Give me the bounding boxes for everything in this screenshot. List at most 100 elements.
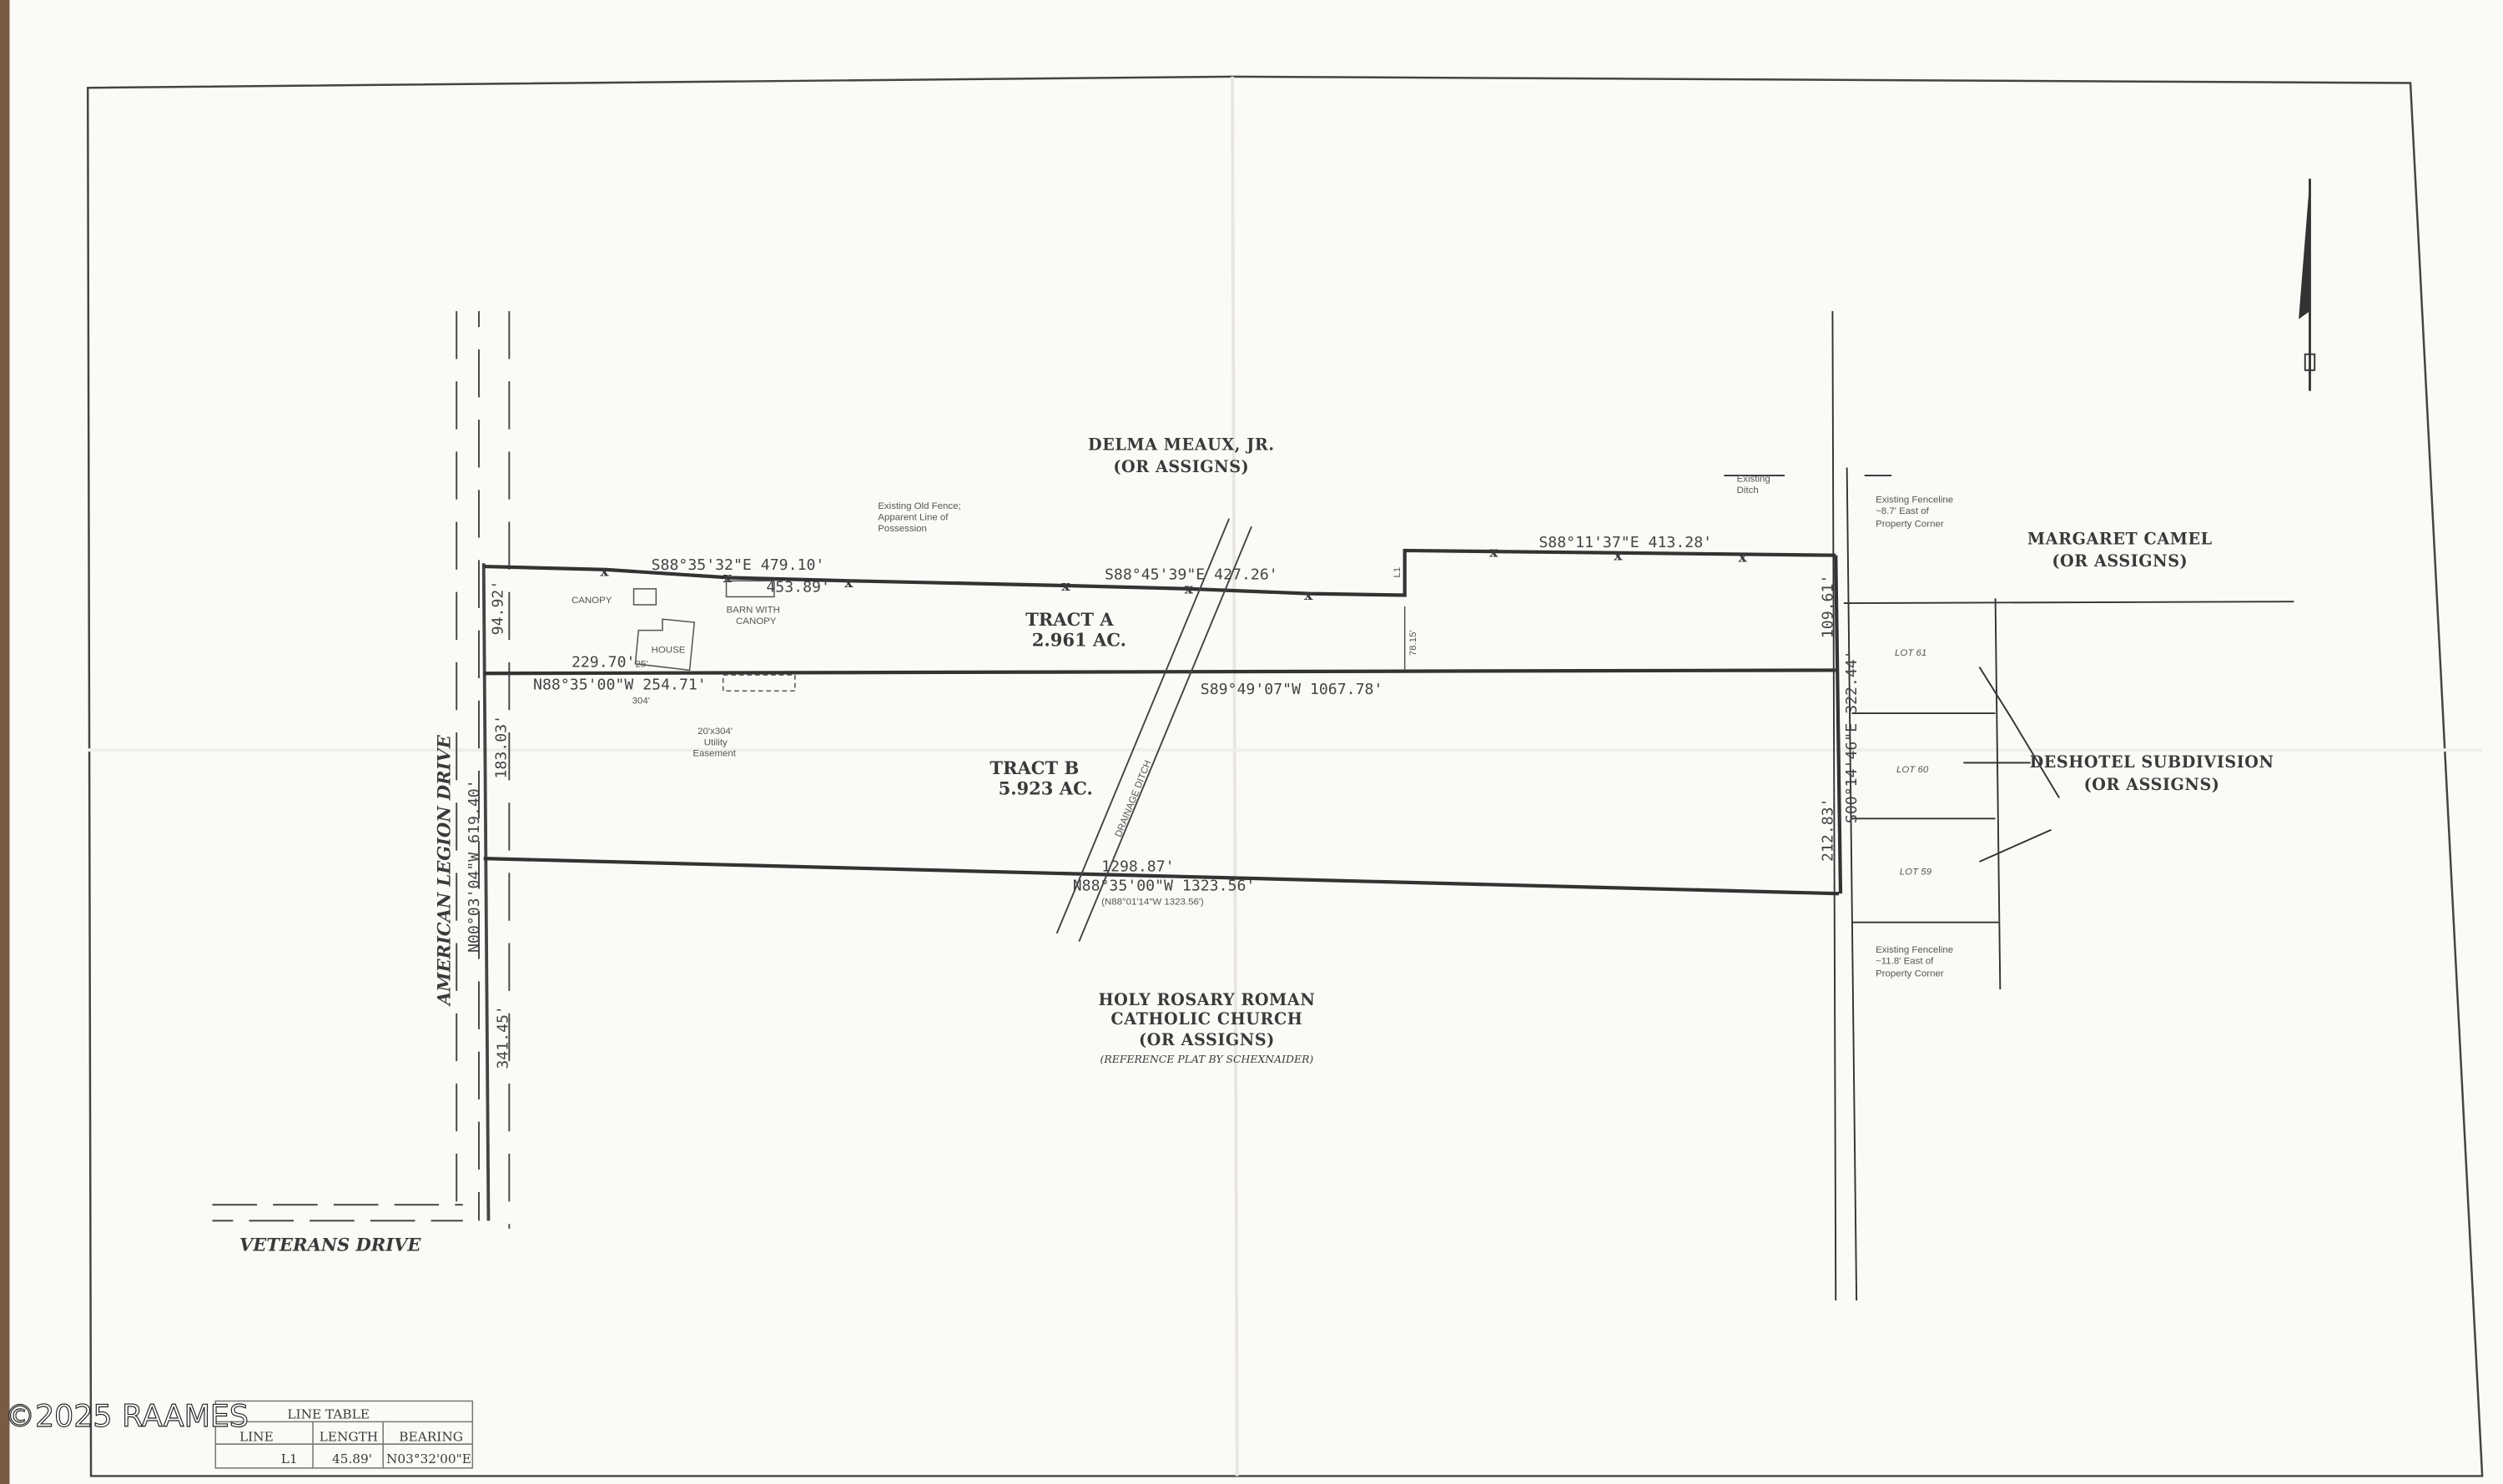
svg-text:Ditch: Ditch xyxy=(1737,485,1759,496)
svg-text:LOT 61: LOT 61 xyxy=(1895,648,1926,658)
svg-text:Possession: Possession xyxy=(878,524,927,534)
svg-text:1298.87': 1298.87' xyxy=(1101,858,1174,875)
svg-text:78.15': 78.15' xyxy=(1408,630,1418,656)
tract-boundaries xyxy=(483,548,1843,896)
svg-text:x: x xyxy=(600,564,609,581)
svg-text:341.45': 341.45' xyxy=(494,1005,511,1069)
svg-text:DELMA MEAUX, JR.: DELMA MEAUX, JR. xyxy=(1088,435,1275,454)
watermark: ©2025 RAAMES xyxy=(5,1398,249,1434)
fold-line xyxy=(1231,76,1239,1476)
svg-text:Apparent Line of: Apparent Line of xyxy=(878,513,949,523)
svg-text:N03°32'00"E: N03°32'00"E xyxy=(386,1451,471,1466)
svg-text:25': 25' xyxy=(635,660,647,670)
owner-deshotel-subdivision: DESHOTEL SUBDIVISION (OR ASSIGNS) xyxy=(2030,752,2274,794)
svg-text:183.03': 183.03' xyxy=(493,715,511,779)
svg-text:453.89': 453.89' xyxy=(766,579,830,596)
tract-divider xyxy=(483,668,1836,676)
svg-text:229.70': 229.70' xyxy=(572,654,636,672)
svg-text:(OR ASSIGNS): (OR ASSIGNS) xyxy=(2084,775,2220,794)
svg-text:2.961 AC.: 2.961 AC. xyxy=(1032,630,1126,651)
svg-text:LINE: LINE xyxy=(239,1429,274,1444)
veterans-drive-label: VETERANS DRIVE xyxy=(239,1235,421,1255)
svg-text:CANOPY: CANOPY xyxy=(736,616,777,626)
svg-text:212.83': 212.83' xyxy=(1819,797,1836,862)
svg-text:Existing: Existing xyxy=(1737,475,1770,485)
owner-delma-meaux: DELMA MEAUX, JR. (OR ASSIGNS) xyxy=(1088,435,1275,476)
svg-text:94.92': 94.92' xyxy=(490,581,507,636)
drainage-ditch xyxy=(1055,518,1252,942)
wood-edge xyxy=(0,0,10,1484)
lot-labels: LOT 61 LOT 60 LOT 59 xyxy=(1895,648,1932,877)
barn-structure xyxy=(725,580,775,598)
line-table xyxy=(214,1400,474,1469)
svg-text:Easement: Easement xyxy=(692,749,736,759)
svg-text:5.923 AC.: 5.923 AC. xyxy=(999,778,1093,799)
svg-text:(N88°01'14"W 1323.56'): (N88°01'14"W 1323.56') xyxy=(1101,898,1204,908)
canopy-structure xyxy=(632,588,657,606)
svg-text:~11.8' East of: ~11.8' East of xyxy=(1876,956,1934,966)
svg-text:304': 304' xyxy=(632,697,650,707)
svg-text:L1: L1 xyxy=(281,1451,298,1466)
svg-text:Existing Fenceline: Existing Fenceline xyxy=(1876,945,1953,955)
svg-text:LENGTH: LENGTH xyxy=(320,1429,378,1444)
tract-b-label: TRACT B 5.923 AC. xyxy=(990,757,1092,799)
svg-text:S88°11'37"E 413.28': S88°11'37"E 413.28' xyxy=(1539,534,1712,551)
svg-text:(OR ASSIGNS): (OR ASSIGNS) xyxy=(2052,551,2188,571)
svg-text:S00°14'46"E 322.44': S00°14'46"E 322.44' xyxy=(1843,650,1861,823)
svg-text:BEARING: BEARING xyxy=(399,1429,463,1444)
svg-text:109.61': 109.61' xyxy=(1819,575,1836,639)
svg-text:TRACT B: TRACT B xyxy=(990,757,1079,778)
east-lines xyxy=(1724,311,2294,1301)
svg-text:x: x xyxy=(1304,587,1313,604)
svg-text:(REFERENCE PLAT BY SCHEXNAIDER: (REFERENCE PLAT BY SCHEXNAIDER) xyxy=(1100,1053,1314,1065)
svg-text:x: x xyxy=(1614,547,1623,564)
east-boundary xyxy=(1834,555,1843,894)
svg-text:L1: L1 xyxy=(1393,567,1403,578)
svg-text:Existing Old Fence;: Existing Old Fence; xyxy=(878,501,960,511)
svg-text:HOUSE: HOUSE xyxy=(652,645,686,655)
dimension-labels: S88°35'32"E 479.10' 453.89' S88°45'39"E … xyxy=(466,534,1861,1069)
drawing-border xyxy=(86,75,2484,1477)
svg-text:45.89': 45.89' xyxy=(332,1451,372,1466)
svg-text:Existing Fenceline: Existing Fenceline xyxy=(1876,496,1953,506)
svg-text:~8.7' East of: ~8.7' East of xyxy=(1876,506,1930,516)
svg-text:HOLY ROSARY ROMAN: HOLY ROSARY ROMAN xyxy=(1098,990,1315,1009)
svg-text:TRACT A: TRACT A xyxy=(1025,609,1114,630)
svg-text:S88°45'39"E 427.26': S88°45'39"E 427.26' xyxy=(1105,566,1278,583)
svg-text:N00°03'04"W 619.40': N00°03'04"W 619.40' xyxy=(466,779,483,953)
owner-margaret-camel: MARGARET CAMEL (OR ASSIGNS) xyxy=(2027,529,2212,571)
structures xyxy=(632,580,1406,692)
veterans-drive-road xyxy=(212,1204,463,1222)
svg-text:x: x xyxy=(723,570,733,586)
svg-text:S88°35'32"E 479.10': S88°35'32"E 479.10' xyxy=(652,556,825,574)
svg-text:N88°35'00"W 1323.56': N88°35'00"W 1323.56' xyxy=(1073,877,1256,894)
svg-text:DESHOTEL SUBDIVISION: DESHOTEL SUBDIVISION xyxy=(2030,752,2274,772)
svg-text:S89°49'07"W 1067.78': S89°49'07"W 1067.78' xyxy=(1201,681,1383,698)
svg-text:CANOPY: CANOPY xyxy=(572,596,612,606)
svg-text:LINE TABLE: LINE TABLE xyxy=(287,1407,370,1422)
owner-holy-rosary: HOLY ROSARY ROMAN CATHOLIC CHURCH (OR AS… xyxy=(1098,990,1315,1065)
svg-text:Property Corner: Property Corner xyxy=(1876,969,1944,979)
svg-text:(OR ASSIGNS): (OR ASSIGNS) xyxy=(1139,1030,1275,1049)
svg-text:N88°35'00"W 254.71': N88°35'00"W 254.71' xyxy=(533,676,707,693)
svg-text:x: x xyxy=(844,575,854,591)
north-boundary xyxy=(483,548,1836,597)
svg-text:Utility: Utility xyxy=(704,737,728,747)
svg-text:20'x304': 20'x304' xyxy=(698,727,733,737)
svg-text:Property Corner: Property Corner xyxy=(1876,519,1944,529)
svg-text:x: x xyxy=(1185,581,1194,598)
south-boundary xyxy=(483,857,1840,896)
svg-text:LOT 59: LOT 59 xyxy=(1900,867,1932,877)
structure-labels: CANOPY BARN WITH CANOPY HOUSE xyxy=(572,596,780,655)
svg-text:CATHOLIC CHURCH: CATHOLIC CHURCH xyxy=(1110,1009,1302,1029)
svg-text:LOT 60: LOT 60 xyxy=(1896,765,1929,775)
american-legion-drive-label: AMERICAN LEGION DRIVE xyxy=(434,734,455,1007)
line-table-text: LINE TABLE LINE LENGTH BEARING L1 45.89'… xyxy=(239,1407,471,1467)
easement-hatch xyxy=(722,674,796,692)
tract-a-label: TRACT A 2.961 AC. xyxy=(1025,609,1126,651)
svg-text:x: x xyxy=(1739,549,1748,566)
svg-text:x: x xyxy=(1061,578,1070,595)
